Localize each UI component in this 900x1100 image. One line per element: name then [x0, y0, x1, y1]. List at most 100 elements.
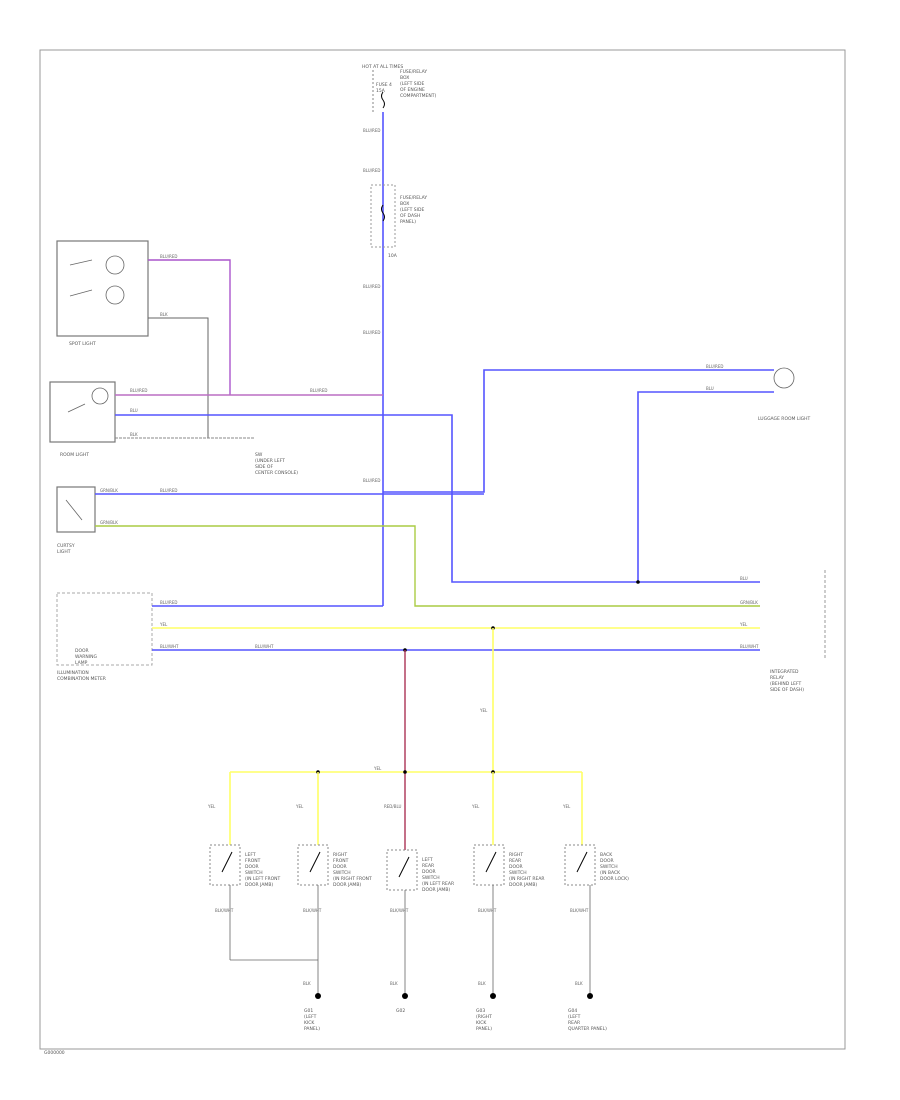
switch-4-wire-label: YEL — [471, 804, 480, 809]
door-switch-4-line-6: DOOR JAMB) — [509, 882, 537, 888]
connector-b-label: BLU/RED — [363, 168, 380, 173]
ground-1-line-2: (LEFT — [304, 1014, 317, 1020]
door-switch-3-line-4: SWITCH — [422, 875, 440, 881]
door-switch-1-line-6: DOOR JAMB) — [245, 882, 273, 888]
door-switch-2-line-4: SWITCH — [333, 870, 351, 876]
switch-2-wire-label: YEL — [295, 804, 304, 809]
switch-3-wire-label: RED/BLU — [384, 804, 402, 809]
spotlight-label: SPOT LIGHT — [69, 341, 96, 347]
door-switch-5-box — [564, 844, 596, 886]
ground-3-icon — [490, 993, 496, 999]
door-switch-5-line-2: DOOR — [600, 858, 614, 864]
ground-3: G03 (RIGHT KICK PANEL) — [476, 993, 496, 1032]
door-switch-4-line-5: (IN RIGHT REAR — [509, 876, 545, 882]
door-switch-1-line-1: LEFT — [245, 852, 256, 858]
door-switch-1-line-4: SWITCH — [245, 870, 263, 876]
meter-blu-wht-label-2: BLU/WHT — [255, 644, 274, 649]
door-switch-3-box — [386, 849, 418, 891]
spotlight-switch-1 — [69, 259, 93, 266]
luggage-splice — [636, 580, 640, 584]
spotlight: SPOT LIGHT — [56, 240, 149, 347]
door-switch-5: BACK DOOR SWITCH (IN BACK DOOR LOCK) — [564, 844, 629, 886]
door-switch-2-contact — [309, 851, 321, 873]
luggage-bulb — [773, 367, 795, 389]
room-light-note-1: SW — [255, 452, 263, 458]
mid-fuse-rating: 10A — [388, 253, 398, 259]
common-bus-label: YEL — [373, 766, 382, 771]
fuse-4-label: FUSE 4 — [376, 82, 392, 88]
ground-4-line-4: QUARTER PANEL) — [568, 1026, 607, 1032]
door-switch-2-line-3: DOOR — [333, 864, 347, 870]
door-switch-4: RIGHT REAR DOOR SWITCH (IN RIGHT REAR DO… — [473, 844, 545, 888]
meter-blu-wht-label: BLU/WHT — [160, 644, 179, 649]
connector-e-label: BLU/RED — [363, 478, 380, 483]
room-light-feed-label: BLU/RED — [130, 388, 147, 393]
ground-3-wire-label: BLK — [478, 981, 486, 986]
ground-4-wire-label: BLK — [575, 981, 583, 986]
door-switch-4-line-2: REAR — [509, 858, 521, 864]
mid-fuse-box-outline — [370, 184, 396, 248]
room-light-note-3: SIDE OF — [255, 464, 273, 470]
connector-c-label: BLU/RED — [363, 284, 380, 289]
courtesy-label-2: LIGHT — [57, 549, 71, 555]
door-switch-3-line-3: DOOR — [422, 869, 436, 875]
integrated-relay-line-2: RELAY — [770, 675, 784, 681]
connector-d-label: BLU/RED — [363, 330, 380, 335]
spotlight-feed-wire — [148, 259, 231, 395]
mid-fuse-symbol — [381, 204, 385, 222]
ground-4: G04 (LEFT REAR QUARTER PANEL) — [568, 993, 607, 1032]
door-switch-1-contact — [221, 851, 233, 873]
mid-fuse-section: FUSE/RELAY BOX (LEFT SIDE OF DASH PANEL)… — [370, 184, 427, 259]
ground-4-icon — [587, 993, 593, 999]
door-switch-3-line-6: DOOR JAMB) — [422, 887, 450, 893]
luggage-return-wire — [637, 391, 774, 582]
mid-fuse-line-3: (LEFT SIDE — [400, 207, 424, 213]
ground-3-line-4: PANEL) — [476, 1026, 492, 1032]
ground-2-icon — [402, 993, 408, 999]
door-switch-4-contact — [485, 851, 497, 873]
integrated-relay-line-1: INTEGRATED — [770, 669, 799, 675]
room-light-feed-label-2: BLU/RED — [310, 388, 327, 393]
relay-pin-label-1: BLU — [740, 576, 748, 581]
integrated-relay-line-3: (BEHIND LEFT — [770, 681, 802, 687]
ground-2: G02 — [396, 993, 408, 1014]
door-switch-1-line-5: (IN LEFT FRONT — [245, 876, 281, 882]
door-switch-2-line-6: DOOR JAMB) — [333, 882, 361, 888]
ignition-label-2: WARNING — [75, 654, 97, 660]
switch-5-wire-label: YEL — [562, 804, 571, 809]
door-switch-1-line-2: FRONT — [245, 858, 261, 864]
door-switch-1: LEFT FRONT DOOR SWITCH (IN LEFT FRONT DO… — [209, 844, 281, 888]
integrated-relay: INTEGRATED RELAY (BEHIND LEFT SIDE OF DA… — [739, 570, 826, 693]
mid-fuse-line-1: FUSE/RELAY — [400, 195, 427, 201]
fuse-box-line-3: (LEFT SIDE — [400, 81, 424, 87]
door-switch-5-line-3: SWITCH — [600, 864, 618, 870]
meter-feed-label: BLU/RED — [160, 600, 177, 605]
switch-2-ground-label: BLK/WHT — [303, 908, 322, 913]
door-switch-5-line-4: (IN BACK — [600, 870, 621, 876]
door-switch-5-line-1: BACK — [600, 852, 613, 858]
fuse-4-symbol — [381, 91, 385, 109]
room-light-door-wire — [115, 414, 760, 583]
spotlight-switch-2 — [69, 289, 93, 297]
switch-5-ground-label: BLK/WHT — [570, 908, 589, 913]
fuse-box-line-5: COMPARTMENT) — [400, 93, 436, 99]
door-switch-3-line-2: REAR — [422, 863, 434, 869]
ground-3-line-2: (RIGHT — [476, 1014, 492, 1020]
mid-fuse-line-4: OF DASH — [400, 213, 420, 219]
ground-3-line-1: G03 — [476, 1008, 485, 1014]
courtesy-feed-label: GRN/BLK — [100, 488, 118, 493]
ground-1-icon — [315, 993, 321, 999]
courtesy-ground-wire — [95, 525, 760, 607]
switch-4-ground-label: BLK/WHT — [478, 908, 497, 913]
diagram-frame — [39, 49, 846, 1050]
door-switch-2-line-5: (IN RIGHT FRONT — [333, 876, 372, 882]
fuse-rating-label: 15A — [376, 88, 386, 94]
combination-meter-outline — [56, 592, 153, 666]
door-switch-4-line-1: RIGHT — [509, 852, 523, 858]
door-switch-4-line-4: SWITCH — [509, 870, 527, 876]
hot-at-all-times-label: HOT AT ALL TIMES — [362, 64, 403, 70]
ignition-label-3: LAMP — [75, 660, 88, 666]
ground-1-line-3: KICK — [304, 1020, 315, 1026]
door-switch-2-line-2: FRONT — [333, 858, 349, 864]
footer-code: G000000 — [44, 1050, 65, 1056]
